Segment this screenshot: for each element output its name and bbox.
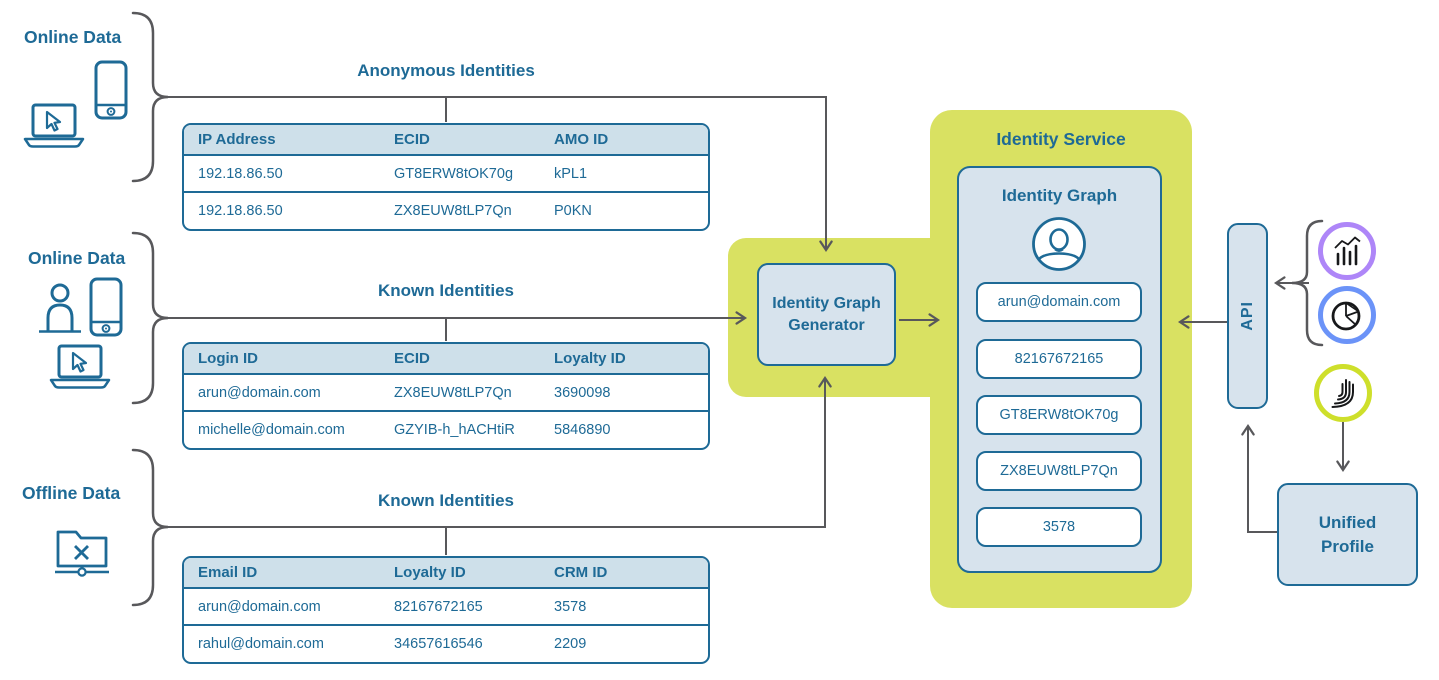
table-cell: 3690098 — [554, 384, 611, 401]
identity-graph-generator-box: Identity Graph Generator — [757, 263, 896, 366]
table-cell: 192.18.86.50 — [198, 165, 283, 182]
identity-chip-label: 3578 — [1042, 519, 1076, 535]
known-identities-offline-table: Email ID Loyalty ID CRM ID arun@domain.c… — [182, 556, 710, 664]
table-row: arun@domain.com 82167672165 3578 — [184, 588, 708, 625]
column-header: Login ID — [184, 344, 380, 375]
table-cell: GZYIB-h_hACHtiR — [380, 410, 540, 448]
identity-chip: arun@domain.com — [976, 282, 1142, 322]
identity-service-title: Identity Service — [996, 129, 1126, 149]
offline-folder-icon — [55, 530, 109, 577]
pie-chart-icon — [1331, 301, 1361, 331]
table-cell: arun@domain.com — [198, 598, 321, 615]
api-label: API — [1238, 301, 1256, 331]
brace-destinations — [1291, 219, 1324, 347]
table-row: arun@domain.com ZX8EUW8tLP7Qn 3690098 — [184, 374, 708, 411]
table-cell: 3578 — [554, 598, 587, 615]
identity-chip: 82167672165 — [976, 339, 1142, 379]
pie-destination — [1318, 286, 1376, 344]
identity-chip-label: arun@domain.com — [997, 294, 1121, 310]
identity-chip-label: ZX8EUW8tLP7Qn — [1000, 463, 1118, 479]
unified-profile-destination — [1314, 364, 1372, 422]
column-header: ECID — [380, 344, 540, 375]
table-cell: ZX8EUW8tLP7Qn — [394, 384, 512, 401]
table-cell: ZX8EUW8tLP7Qn — [380, 191, 540, 229]
known-identities-online-table: Login ID ECID Loyalty ID arun@domain.com… — [182, 342, 710, 450]
analytics-destination — [1318, 222, 1376, 280]
identity-graph-generator-label: Identity Graph Generator — [772, 295, 881, 334]
table-cell: 2209 — [540, 624, 708, 662]
connector-unified-profile-to-api — [1241, 423, 1277, 533]
identity-chip-label: GT8ERW8tOK70g — [999, 407, 1119, 423]
laptop-cursor-icon — [23, 103, 85, 148]
table-header-row: Email ID Loyalty ID CRM ID — [184, 558, 708, 589]
column-header: Email ID — [184, 558, 380, 589]
source-label-offline-data: Offline Data — [22, 483, 121, 503]
unified-profile-label: Unified Profile — [1318, 512, 1377, 556]
column-header: IP Address — [184, 125, 380, 156]
brace-online-known — [131, 231, 169, 405]
table-cell: michelle@domain.com — [184, 410, 380, 448]
column-header: Loyalty ID — [540, 344, 708, 375]
table-row: 192.18.86.50 GT8ERW8tOK70g kPL1 — [184, 155, 708, 192]
table-cell: arun@domain.com — [198, 384, 321, 401]
identity-chip: ZX8EUW8tLP7Qn — [976, 451, 1142, 491]
laptop-cursor-icon — [49, 344, 111, 389]
person-avatar-icon — [1032, 217, 1086, 271]
identity-chip: 3578 — [976, 507, 1142, 547]
identity-graph-title: Identity Graph — [1001, 186, 1118, 205]
column-header: CRM ID — [540, 558, 708, 589]
flow-title-known-identities-1: Known Identities — [378, 281, 514, 300]
table-cell: GT8ERW8tOK70g — [394, 165, 514, 182]
table-header-row: IP Address ECID AMO ID — [184, 125, 708, 156]
flow-title-anonymous-identities: Anonymous Identities — [357, 61, 535, 80]
table-cell: rahul@domain.com — [184, 624, 380, 662]
unified-profile-box: Unified Profile — [1277, 483, 1418, 586]
flow-title-known-identities-2: Known Identities — [378, 491, 514, 510]
table-cell: 82167672165 — [394, 598, 483, 615]
identity-chip-label: 82167672165 — [1014, 351, 1104, 367]
person-icon — [39, 283, 81, 333]
column-header: Loyalty ID — [380, 558, 540, 589]
brace-online-anonymous — [131, 11, 169, 183]
source-label-online-data-2: Online Data — [28, 248, 126, 268]
smartphone-icon — [94, 60, 128, 120]
source-label-online-data-1: Online Data — [24, 27, 122, 47]
table-header-row: Login ID ECID Loyalty ID — [184, 344, 708, 375]
table-row: 192.18.86.50 ZX8EUW8tLP7Qn P0KN — [184, 191, 708, 229]
table-cell: 192.18.86.50 — [184, 191, 380, 229]
column-header: AMO ID — [540, 125, 708, 156]
anonymous-identities-table: IP Address ECID AMO ID 192.18.86.50 GT8E… — [182, 123, 710, 231]
brace-offline — [131, 448, 169, 607]
unified-profile-logo-icon — [1331, 379, 1354, 408]
table-row: rahul@domain.com 34657616546 2209 — [184, 624, 708, 662]
api-box: API — [1227, 223, 1268, 409]
bar-chart-analytics-icon — [1334, 236, 1361, 266]
smartphone-icon — [89, 277, 123, 337]
table-cell: 5846890 — [540, 410, 708, 448]
column-header: ECID — [380, 125, 540, 156]
table-row: michelle@domain.com GZYIB-h_hACHtiR 5846… — [184, 410, 708, 448]
table-cell: kPL1 — [554, 165, 588, 182]
table-cell: 34657616546 — [380, 624, 540, 662]
identity-chip: GT8ERW8tOK70g — [976, 395, 1142, 435]
table-cell: P0KN — [540, 191, 708, 229]
